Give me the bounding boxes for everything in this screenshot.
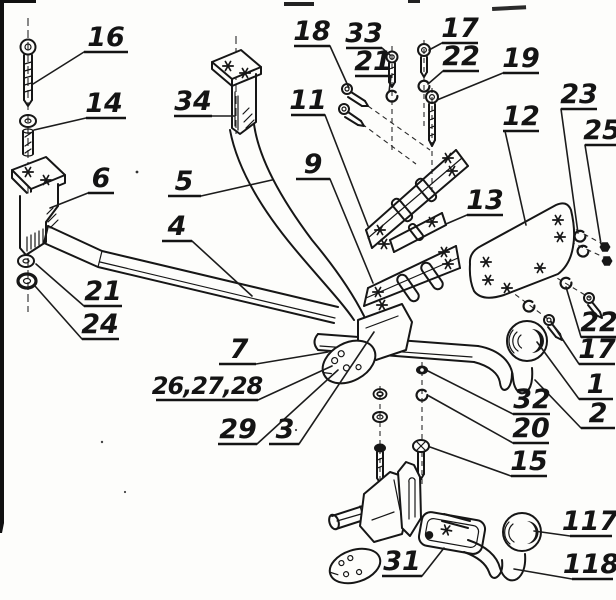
part-number-118: 118 (563, 549, 616, 580)
bottom-hitch-assembly (328, 461, 542, 585)
part-number-3: 3 (276, 414, 295, 445)
callout-117: 117 (533, 506, 616, 538)
callout-23: 23 (560, 79, 598, 234)
bolt-17-right-upper (583, 292, 603, 319)
part-number-12: 12 (502, 101, 540, 132)
side-mount-bracket-6 (11, 156, 66, 256)
fastener-stack-right (412, 365, 430, 480)
cross-beam-4 (43, 225, 339, 324)
part-number-11: 11 (289, 85, 327, 116)
part-number-32: 32 (513, 384, 551, 415)
part-number-17-right: 17 (578, 334, 616, 365)
callout-26-27-28: 26,27,28 (152, 365, 333, 402)
bolt-18-upper (341, 83, 369, 107)
part-number-18: 18 (293, 16, 331, 47)
part-number-5: 5 (175, 166, 194, 197)
callout-11: 11 (289, 85, 369, 227)
callout-20: 20 (428, 395, 550, 445)
callout-21-center: 21 (354, 46, 392, 93)
part-number-2: 2 (589, 398, 608, 429)
fasteners-right-of-plate (520, 228, 613, 341)
part-number-19: 19 (502, 43, 540, 74)
callout-4: 4 (162, 211, 253, 297)
callout-6: 6 (49, 163, 114, 209)
part-number-21-left: 21 (84, 276, 122, 307)
callout-3: 3 (269, 331, 375, 446)
callout-7: 7 (219, 334, 329, 366)
callout-22-top: 22 (427, 41, 480, 85)
bolt-19 (425, 90, 439, 147)
callout-18: 18 (293, 16, 350, 89)
spring-washer-21-center (384, 88, 400, 104)
part-number-1: 1 (587, 369, 606, 400)
part-number-31: 31 (383, 546, 421, 577)
part-number-25: 25 (583, 115, 616, 146)
washer-spacer-14 (19, 114, 37, 157)
callout-12: 12 (502, 101, 540, 226)
part-number-7: 7 (230, 334, 249, 365)
part-number-13: 13 (466, 185, 504, 216)
washer-24 (16, 272, 38, 290)
spring-washer-23a (571, 228, 588, 245)
part-number-15: 15 (510, 446, 548, 477)
callout-24: 24 (34, 285, 119, 341)
callout-14: 14 (33, 88, 126, 131)
part-number-21-center: 21 (354, 46, 392, 77)
spring-washer-23b (574, 243, 591, 260)
callout-34: 34 (174, 86, 235, 118)
eye-bolt-16 (19, 38, 37, 107)
clamp-housing (417, 511, 487, 555)
part-number-6: 6 (92, 163, 111, 194)
socket-plate-lower (328, 547, 382, 585)
washer-21-left (17, 254, 35, 268)
nut-25b (601, 256, 613, 266)
side-mount-bracket-34 (211, 49, 262, 135)
part-number-4: 4 (167, 211, 187, 242)
callout-31: 31 (382, 546, 445, 578)
part-number-33: 33 (345, 18, 383, 49)
callout-5: 5 (168, 166, 273, 198)
callout-1: 1 (536, 341, 613, 401)
part-number-23: 23 (560, 79, 598, 110)
callout-118: 118 (513, 549, 616, 581)
callout-32: 32 (427, 370, 551, 416)
callout-25: 25 (583, 115, 616, 245)
callout-17-right: 17 (550, 321, 616, 366)
callout-2: 2 (534, 379, 615, 430)
callout-13: 13 (445, 185, 504, 225)
callout-22-right: 22 (565, 286, 616, 339)
clamp-strip-13 (389, 212, 447, 253)
side-plate-12 (468, 202, 576, 299)
part-number-34: 34 (174, 86, 212, 117)
callout-16: 16 (32, 22, 128, 85)
part-number-9: 9 (304, 149, 323, 180)
callout-21-left: 21 (35, 263, 122, 308)
callout-17-top: 17 (428, 13, 479, 51)
part-number-14: 14 (85, 88, 123, 119)
callout-29: 29 (218, 369, 339, 446)
part-number-17-top: 17 (441, 13, 479, 44)
scan-border-artifacts (0, 0, 527, 533)
callout-33: 33 (345, 18, 391, 56)
part-number-20: 20 (512, 413, 550, 444)
callout-19: 19 (436, 43, 540, 101)
part-number-16: 16 (87, 22, 125, 53)
side-arm-5 (229, 123, 365, 321)
part-number-26-27-28: 26,27,28 (152, 372, 263, 400)
part-number-117: 117 (562, 506, 616, 537)
callout-15: 15 (429, 446, 548, 478)
part-number-29: 29 (219, 414, 257, 445)
bolt-17-top (417, 43, 431, 78)
part-number-24: 24 (81, 309, 119, 340)
lower-support-bracket-9 (363, 245, 461, 311)
upper-clamp-bracket-11 (365, 149, 469, 250)
part-number-22-top: 22 (442, 41, 480, 72)
part-number-22-right: 22 (580, 307, 616, 338)
bolt-18-lower (338, 103, 365, 127)
callout-9: 9 (296, 149, 374, 284)
